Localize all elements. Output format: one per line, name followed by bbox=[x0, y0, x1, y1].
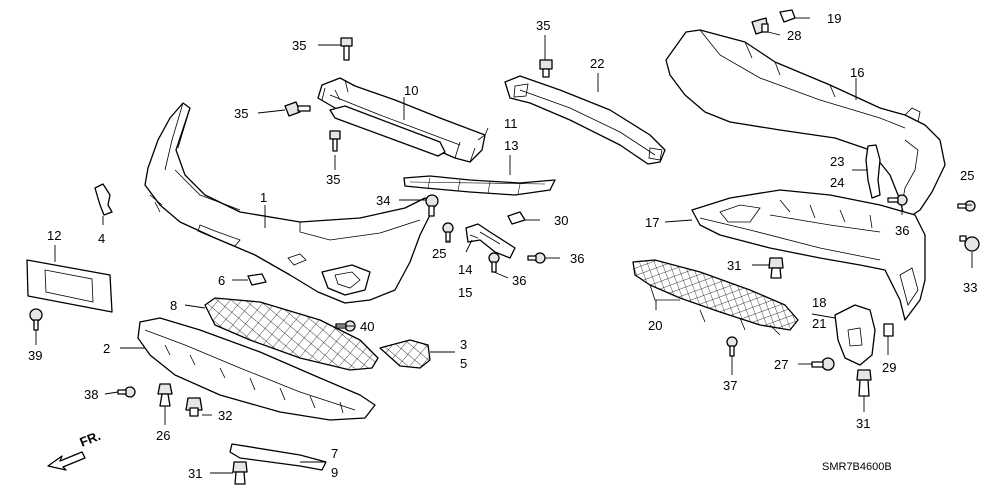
side-bracket-part bbox=[865, 144, 881, 199]
front-beam-part bbox=[504, 75, 666, 165]
callout-36: 36 bbox=[512, 273, 526, 288]
clip-19 bbox=[779, 9, 796, 23]
screw-25a bbox=[442, 222, 454, 243]
callout-37: 37 bbox=[723, 378, 737, 393]
screw-38 bbox=[117, 386, 136, 398]
callout-29: 29 bbox=[882, 360, 896, 375]
callout-13: 13 bbox=[504, 138, 518, 153]
callout-27: 27 bbox=[774, 357, 788, 372]
callout-2: 2 bbox=[103, 341, 110, 356]
callout-21: 21 bbox=[812, 316, 826, 331]
clip-32 bbox=[185, 397, 203, 417]
callout-17: 17 bbox=[645, 215, 659, 230]
diagram-code: SMR7B4600B bbox=[822, 461, 892, 473]
callout-6: 6 bbox=[218, 273, 225, 288]
screw-36c bbox=[887, 194, 908, 206]
callout-30: 30 bbox=[554, 213, 568, 228]
callout-4: 4 bbox=[98, 231, 105, 246]
front-grille-part bbox=[204, 297, 379, 371]
bolt-35c bbox=[329, 130, 341, 152]
screw-39 bbox=[29, 308, 43, 331]
clip-26 bbox=[157, 383, 173, 407]
callout-14: 14 bbox=[458, 262, 472, 277]
callout-24: 24 bbox=[830, 175, 844, 190]
clip-31c bbox=[856, 369, 872, 397]
callout-31: 31 bbox=[856, 416, 870, 431]
callout-19: 19 bbox=[827, 11, 841, 26]
license-plate-bracket-part bbox=[26, 259, 113, 313]
callout-39: 39 bbox=[28, 348, 42, 363]
callout-15: 15 bbox=[458, 285, 472, 300]
callout-34: 34 bbox=[376, 193, 390, 208]
clip-31b bbox=[768, 257, 784, 279]
bolt-27 bbox=[811, 357, 835, 371]
callout-22: 22 bbox=[590, 56, 604, 71]
callout-1: 1 bbox=[260, 190, 267, 205]
front-direction-arrow: FR. bbox=[47, 428, 103, 471]
callout-31: 31 bbox=[188, 466, 202, 481]
callout-25: 25 bbox=[432, 246, 446, 261]
callout-31: 31 bbox=[727, 258, 741, 273]
callout-12: 12 bbox=[47, 228, 61, 243]
callout-35: 35 bbox=[234, 106, 248, 121]
callout-25: 25 bbox=[960, 168, 974, 183]
rear-bumper-face-part bbox=[665, 29, 946, 221]
bolt-33 bbox=[959, 235, 980, 252]
rear-diffuser-part bbox=[691, 189, 926, 321]
callout-labels: 35 35 35 10 1 4 12 39 6 8 2 38 26 32 40 … bbox=[28, 11, 977, 481]
callout-35: 35 bbox=[536, 18, 550, 33]
callout-35: 35 bbox=[292, 38, 306, 53]
screw-25b bbox=[957, 200, 976, 212]
callout-10: 10 bbox=[404, 83, 418, 98]
lower-spoiler-part bbox=[137, 317, 376, 421]
screw-36a bbox=[527, 252, 546, 264]
callout-3: 3 bbox=[460, 337, 467, 352]
callout-36: 36 bbox=[570, 251, 584, 266]
screw-37 bbox=[726, 336, 738, 357]
bolt-28 bbox=[751, 17, 769, 35]
front-bumper-face-part bbox=[144, 102, 436, 304]
leader-lines bbox=[35, 17, 973, 474]
strip-part bbox=[403, 175, 556, 196]
screw-36b bbox=[488, 252, 500, 273]
callout-11: 11 bbox=[504, 116, 518, 131]
callout-20: 20 bbox=[648, 318, 662, 333]
callout-26: 26 bbox=[156, 428, 170, 443]
bolt-34 bbox=[425, 194, 439, 217]
clip-31a bbox=[232, 461, 248, 485]
callout-35: 35 bbox=[326, 172, 340, 187]
callout-23: 23 bbox=[830, 154, 844, 169]
direction-label: FR. bbox=[78, 428, 103, 450]
callout-18: 18 bbox=[812, 295, 826, 310]
callout-9: 9 bbox=[331, 465, 338, 480]
callout-40: 40 bbox=[360, 319, 374, 334]
callout-7: 7 bbox=[331, 446, 338, 461]
callout-8: 8 bbox=[170, 298, 177, 313]
callout-36: 36 bbox=[895, 223, 909, 238]
upper-bracket-part bbox=[317, 77, 489, 163]
callout-33: 33 bbox=[963, 280, 977, 295]
bolt-35b bbox=[284, 101, 311, 117]
callout-28: 28 bbox=[787, 28, 801, 43]
callout-16: 16 bbox=[850, 65, 864, 80]
callout-32: 32 bbox=[218, 408, 232, 423]
bolt-35a bbox=[340, 37, 353, 61]
small-parts bbox=[94, 183, 894, 471]
bolt-35d bbox=[539, 59, 553, 78]
callout-5: 5 bbox=[460, 356, 467, 371]
rear-grille-part bbox=[632, 259, 799, 336]
callout-38: 38 bbox=[84, 387, 98, 402]
